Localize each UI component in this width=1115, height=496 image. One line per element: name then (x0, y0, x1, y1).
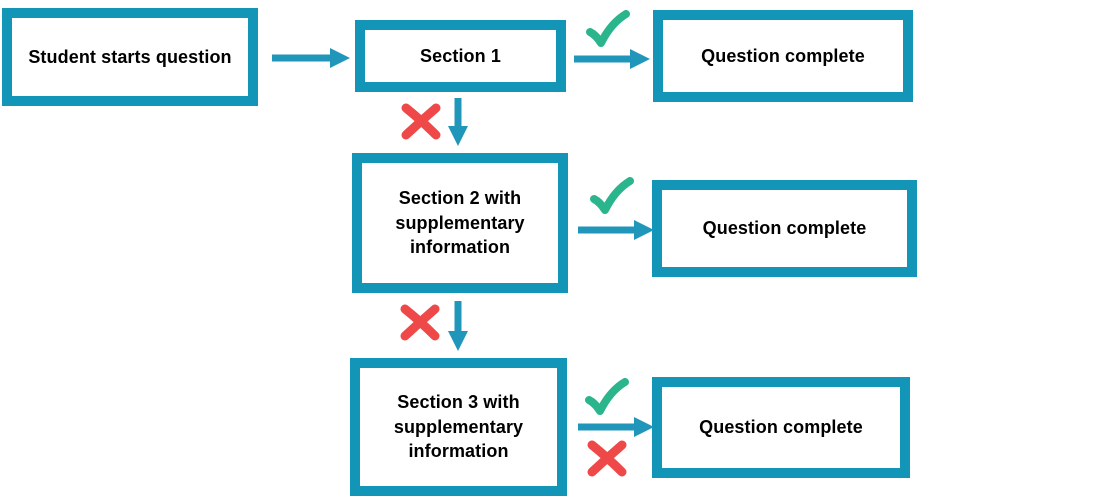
node-section-2: Section 2 with supplementary information (352, 153, 568, 293)
checkmark-icon (585, 378, 629, 415)
node-question-complete-2-label: Question complete (702, 218, 867, 239)
node-question-complete-1-label: Question complete (701, 45, 865, 66)
arrow-right-icon (578, 417, 654, 437)
node-section-2-label: Section 2 with supplementary information (395, 187, 525, 258)
node-section-3-label: Section 3 with supplementary information (393, 391, 524, 462)
node-question-complete-3: Question complete (652, 377, 910, 478)
arrow-right-icon (578, 220, 654, 240)
node-section-1: Section 1 (355, 20, 566, 92)
node-question-complete-3-label: Question complete (699, 417, 863, 438)
node-section-1-label: Section 1 (420, 45, 501, 66)
cross-icon (401, 103, 441, 140)
arrow-right-icon (574, 49, 650, 69)
cross-icon (587, 440, 627, 477)
node-section-3: Section 3 with supplementary information (350, 358, 567, 496)
node-start: Student starts question (2, 8, 258, 106)
node-question-complete-1: Question complete (653, 10, 913, 102)
checkmark-icon (586, 10, 630, 47)
cross-icon (400, 304, 440, 341)
checkmark-icon (590, 177, 634, 214)
arrow-right-icon (272, 48, 350, 68)
arrow-down-icon (448, 98, 468, 146)
node-question-complete-2: Question complete (652, 180, 917, 277)
arrow-down-icon (448, 301, 468, 351)
node-start-label: Student starts question (28, 46, 232, 67)
